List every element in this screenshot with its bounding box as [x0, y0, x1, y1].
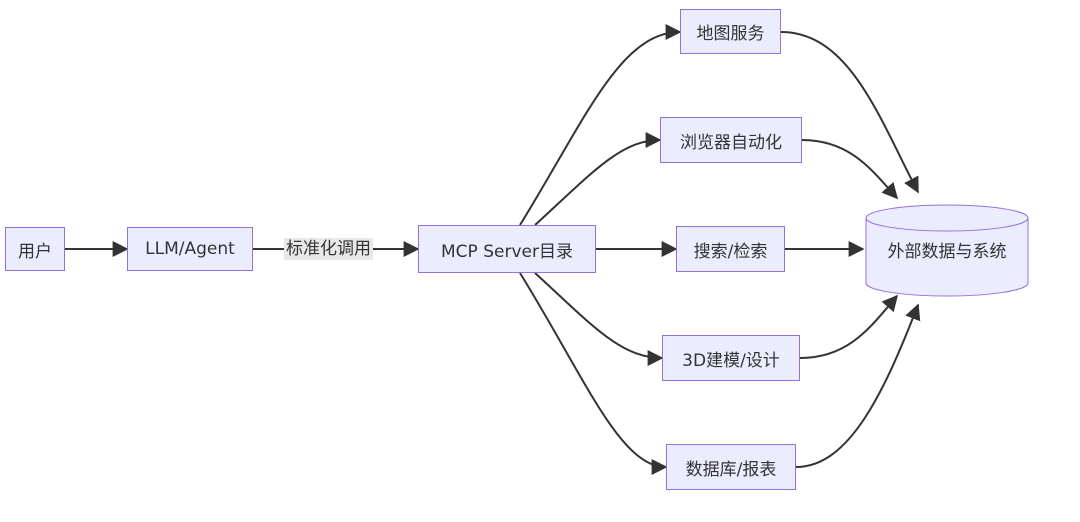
edge-db-to-external — [795, 303, 921, 468]
node-llm-agent: LLM/Agent — [127, 227, 253, 271]
edge-mcp-to-map — [519, 24, 682, 226]
edge-mcp-to-3d — [534, 272, 664, 366]
edge-label-standardized-call: 标准化调用 — [284, 238, 373, 260]
node-mcp-server-directory: MCP Server目录 — [418, 225, 596, 273]
node-browser-automation: 浏览器自动化 — [660, 117, 802, 163]
database-cylinder — [865, 204, 1029, 297]
node-search: 搜索/检索 — [676, 226, 785, 272]
edge-map-to-external — [780, 31, 919, 194]
edge-3d-to-external — [799, 294, 899, 359]
node-map-service: 地图服务 — [680, 9, 781, 54]
node-external-systems-label: 外部数据与系统 — [887, 241, 1007, 262]
node-3d-modeling: 3D建模/设计 — [662, 335, 800, 381]
edge-mcp-to-db — [519, 272, 668, 475]
edge-mcp-to-browser — [534, 132, 662, 226]
node-database-reports: 数据库/报表 — [666, 444, 796, 490]
node-user: 用户 — [5, 227, 65, 271]
edge-browser-to-external — [801, 139, 899, 200]
